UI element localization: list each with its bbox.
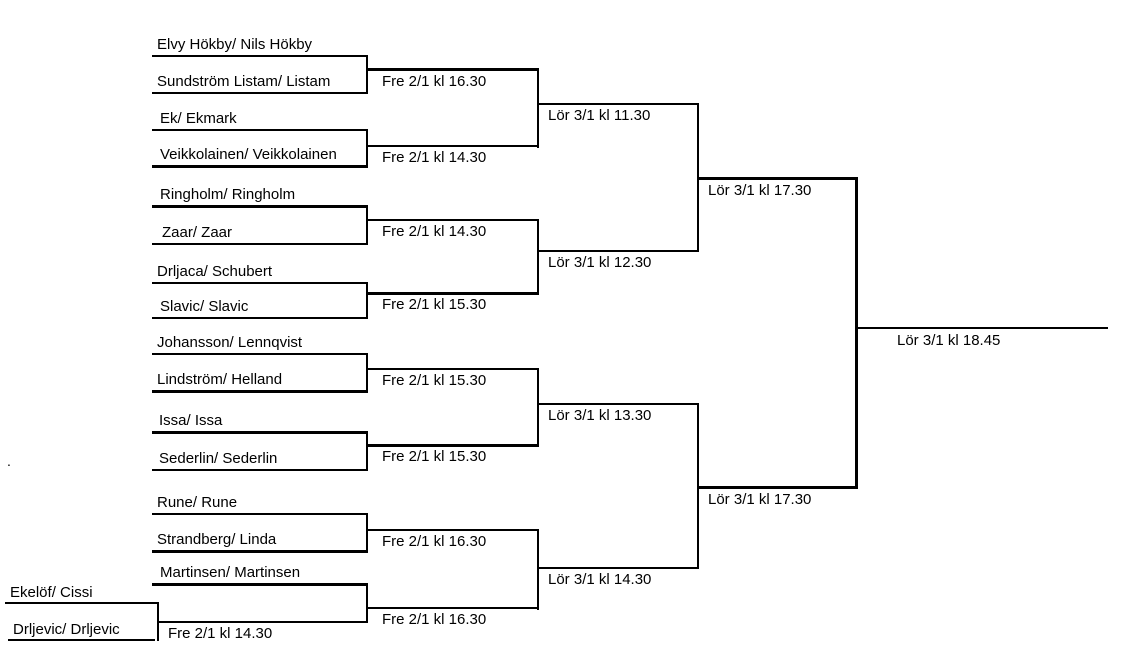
round1-match1-connector (366, 55, 368, 94)
round1-match1-time: Fre 2/1 kl 16.30 (382, 73, 487, 90)
round1-match5-team-a: Johansson/ Lennqvist (157, 334, 303, 351)
team-underline (152, 390, 366, 393)
round1-match2-team-a: Ek/ Ekmark (160, 110, 237, 127)
team-underline (152, 583, 366, 586)
round1-match5-winner-line (366, 368, 537, 370)
round1-match7-team-b: Strandberg/ Linda (157, 531, 277, 548)
round1-match3-team-a: Ringholm/ Ringholm (160, 186, 296, 203)
round1-match5-time: Fre 2/1 kl 15.30 (382, 372, 487, 389)
round1-match2-winner-line (366, 145, 537, 147)
round1-match4-time: Fre 2/1 kl 15.30 (382, 296, 487, 313)
final-winner-line (855, 327, 1108, 329)
round1-match6-time: Fre 2/1 kl 15.30 (382, 448, 487, 465)
prelim-team-a-underline (5, 602, 157, 604)
qf2-winner-line (537, 250, 697, 252)
round1-match6-team-a: Issa/ Issa (159, 412, 223, 429)
round1-match3-time: Fre 2/1 kl 14.30 (382, 223, 487, 240)
round1-match4-winner-line (366, 292, 537, 295)
qf2-connector (537, 219, 539, 295)
team-underline (152, 469, 366, 471)
qf3-connector (537, 368, 539, 447)
round1-match7-team-a: Rune/ Rune (157, 494, 238, 511)
qf1-time: Lör 3/1 kl 11.30 (548, 107, 651, 124)
sf1-time: Lör 3/1 kl 17.30 (708, 182, 812, 199)
sf1-winner-line (697, 177, 856, 180)
sf2-winner-line (697, 486, 856, 489)
team-underline (152, 513, 366, 515)
sf2-time: Lör 3/1 kl 17.30 (708, 491, 812, 508)
qf3-time: Lör 3/1 kl 13.30 (548, 407, 652, 424)
round1-match3-team-b: Zaar/ Zaar (162, 224, 233, 241)
team-underline (152, 205, 366, 208)
round1-match8-connector (366, 583, 368, 623)
qf3-winner-line (537, 403, 697, 405)
round1-match7-winner-line (366, 529, 537, 531)
prelim-winner-line (157, 621, 366, 623)
round1-match3-connector (366, 205, 368, 245)
team-underline (152, 92, 366, 94)
round1-match7-time: Fre 2/1 kl 16.30 (382, 533, 487, 550)
prelim-team-b: Drljevic/ Drljevic (13, 621, 120, 638)
round1-match4-team-a: Drljaca/ Schubert (157, 263, 273, 280)
team-underline (152, 353, 366, 355)
prelim-team-b-underline (8, 639, 155, 641)
final-connector (855, 177, 858, 489)
qf1-connector (537, 68, 539, 148)
team-underline (152, 282, 366, 284)
team-underline (152, 165, 366, 168)
team-underline (152, 55, 366, 57)
qf4-connector (537, 529, 539, 610)
qf1-winner-line (537, 103, 697, 105)
team-underline (152, 243, 366, 245)
stray-dot: . (7, 453, 11, 469)
prelim-team-a: Ekelöf/ Cissi (10, 584, 93, 601)
round1-match1-winner-line (366, 68, 537, 71)
round1-match1-team-b: Sundström Listam/ Listam (157, 73, 331, 90)
round1-match6-connector (366, 431, 368, 471)
team-underline (152, 129, 366, 131)
round1-match5-connector (366, 353, 368, 393)
round1-match8-time: Fre 2/1 kl 16.30 (382, 611, 487, 628)
team-underline (152, 431, 366, 434)
qf2-time: Lör 3/1 kl 12.30 (548, 254, 652, 271)
team-underline (152, 550, 366, 553)
round1-match7-connector (366, 513, 368, 553)
round1-match6-winner-line (366, 444, 537, 447)
final-time: Lör 3/1 kl 18.45 (897, 332, 1001, 349)
round1-match5-team-b: Lindström/ Helland (157, 371, 283, 388)
round1-match4-team-b: Slavic/ Slavic (160, 298, 249, 315)
round1-match2-time: Fre 2/1 kl 14.30 (382, 149, 487, 166)
round1-match2-connector (366, 129, 368, 168)
round1-match6-team-b: Sederlin/ Sederlin (159, 450, 278, 467)
round1-match2-team-b: Veikkolainen/ Veikkolainen (160, 146, 337, 163)
prelim-match-time: Fre 2/1 kl 14.30 (168, 625, 273, 642)
round1-match8-winner-line (366, 607, 537, 609)
round1-match1-team-a: Elvy Hökby/ Nils Hökby (157, 36, 313, 53)
round1-match3-winner-line (366, 219, 537, 221)
qf4-time: Lör 3/1 kl 14.30 (548, 571, 652, 588)
qf4-winner-line (537, 567, 697, 569)
round1-match4-connector (366, 282, 368, 319)
round1-match8-team-a: Martinsen/ Martinsen (160, 564, 301, 581)
team-underline (152, 317, 366, 319)
